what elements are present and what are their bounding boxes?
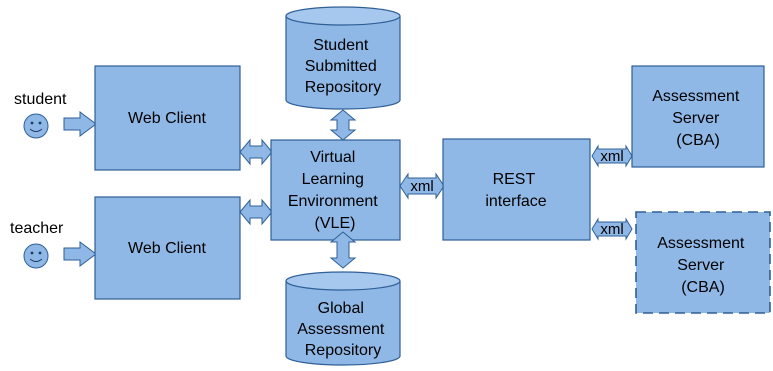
web-client-top: Web Client xyxy=(94,65,241,171)
svg-text:Global Assessment: Global Assessment Repository xyxy=(297,300,389,359)
svg-text:Assessment Server: Assessment Server (CBA) xyxy=(657,235,749,296)
vle-rest-xml-label: xml xyxy=(410,178,433,195)
svg-text:Student Submitted: Student Submitted Repository xyxy=(305,37,382,96)
vle-line-3: Environment xyxy=(288,193,378,210)
global-repo-line-3: Repository xyxy=(305,342,381,359)
svg-text:Virtual Learning E: Virtual Learning Environment (VLE) xyxy=(288,149,382,232)
server-bottom-line-1: Assessment xyxy=(657,235,745,252)
student-smiley-icon xyxy=(23,113,49,139)
svg-text:REST interface: REST interface xyxy=(485,171,546,210)
rest-server-bottom-xml-arrow xyxy=(591,217,633,241)
webclient-bottom-vle-arrow xyxy=(239,198,273,226)
rest-interface: REST interface xyxy=(442,138,591,241)
svg-text:Assessment Server: Assessment Server (CBA) xyxy=(652,88,744,149)
rest-server-bottom-xml-label: xml xyxy=(600,221,623,238)
global-repo-line-2: Assessment xyxy=(297,321,385,338)
teacher-to-webclient-arrow xyxy=(63,241,97,267)
vle-line-4: (VLE) xyxy=(315,215,356,232)
teacher-smiley-icon xyxy=(23,243,49,269)
web-client-bottom-label: Web Client xyxy=(128,240,207,257)
student-repo-line-2: Submitted xyxy=(305,58,377,75)
global-assessment-repository: Global Assessment Repository xyxy=(285,271,401,366)
rest-line-1: REST xyxy=(493,171,536,188)
vle-line-1: Virtual xyxy=(310,149,355,166)
student-to-webclient-arrow xyxy=(63,111,97,137)
vle-line-2: Learning xyxy=(302,171,364,188)
teacher-label: teacher xyxy=(10,220,64,237)
web-client-top-label: Web Client xyxy=(128,110,207,127)
assessment-server-bottom: Assessment Server (CBA) xyxy=(635,211,771,314)
server-bottom-line-3: (CBA) xyxy=(681,279,725,296)
rest-line-2: interface xyxy=(485,193,546,210)
webclient-top-vle-arrow xyxy=(239,138,273,166)
student-label: student xyxy=(14,91,67,108)
server-bottom-line-2: Server xyxy=(677,257,725,274)
student-repo-line-3: Repository xyxy=(305,79,381,96)
server-top-line-1: Assessment xyxy=(652,88,740,105)
student-submitted-repository: Student Submitted Repository xyxy=(285,6,401,110)
web-client-bottom: Web Client xyxy=(94,196,241,300)
repo-vle-arrow xyxy=(329,109,357,141)
student-repo-line-1: Student xyxy=(313,37,369,54)
server-top-line-2: Server xyxy=(672,110,720,127)
vle-box: Virtual Learning Environment (VLE) xyxy=(270,139,401,241)
server-top-line-3: (CBA) xyxy=(676,132,720,149)
vle-global-repo-arrow xyxy=(329,231,357,269)
rest-server-top-xml-label: xml xyxy=(600,148,623,165)
assessment-server-top: Assessment Server (CBA) xyxy=(631,65,765,168)
global-repo-line-1: Global xyxy=(318,300,364,317)
